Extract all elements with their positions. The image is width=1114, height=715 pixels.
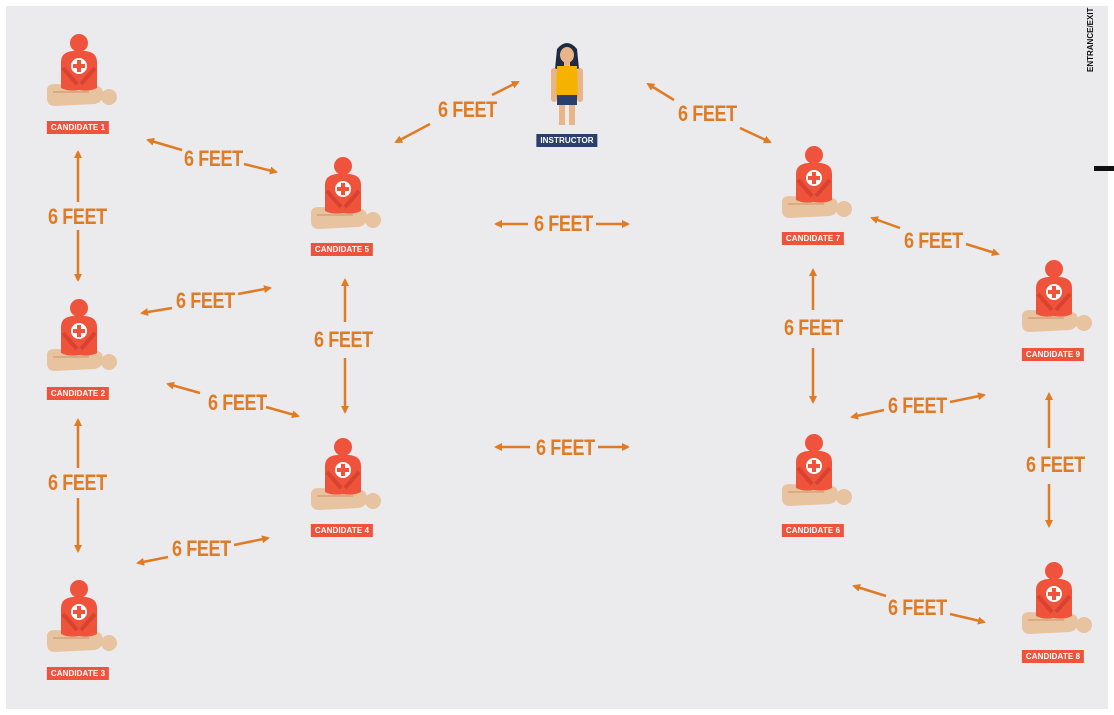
candidate-2: CANDIDATE 2 xyxy=(33,297,123,400)
distance-label-c2-c4: 6 FEET xyxy=(208,390,267,415)
floor-plan xyxy=(6,6,1108,709)
candidate-6: CANDIDATE 6 xyxy=(768,432,858,537)
cpr-figure xyxy=(47,34,117,106)
rescuer xyxy=(61,34,97,91)
instructor-figure xyxy=(551,43,583,125)
candidate-5: CANDIDATE 5 xyxy=(297,155,387,256)
distance-label-c1-c2: 6 FEET xyxy=(48,204,107,229)
candidate-label: CANDIDATE 8 xyxy=(1021,650,1085,663)
rescuer xyxy=(796,146,832,203)
cpr-figure xyxy=(782,146,852,218)
rescuer xyxy=(796,434,832,491)
distance-label-c5-c4: 6 FEET xyxy=(314,327,373,352)
rescuer xyxy=(61,580,97,637)
candidate-label: CANDIDATE 7 xyxy=(781,232,845,245)
cpr-figure xyxy=(1022,260,1092,332)
cpr-figure xyxy=(311,438,381,510)
distance-label-c1-c5: 6 FEET xyxy=(184,146,243,171)
rescuer xyxy=(61,299,97,356)
candidate-9: CANDIDATE 9 xyxy=(1008,258,1098,361)
distance-label-c2-c5: 6 FEET xyxy=(176,288,235,313)
candidate-label: CANDIDATE 1 xyxy=(46,121,110,134)
distance-label-mid-top: 6 FEET xyxy=(534,211,593,236)
distance-label-c9-c8: 6 FEET xyxy=(1026,452,1085,477)
cpr-figure xyxy=(311,157,381,229)
candidate-label: CANDIDATE 4 xyxy=(310,524,374,537)
cpr-figure xyxy=(782,434,852,506)
cpr-figure xyxy=(47,299,117,371)
rescuer xyxy=(1036,562,1072,619)
distance-label-c2-c3: 6 FEET xyxy=(48,470,107,495)
entrance-exit-label: ENTRANCE/EXIT xyxy=(1086,7,1095,72)
entrance-exit-marker xyxy=(1094,166,1114,171)
distance-label-instructor-c7: 6 FEET xyxy=(678,101,737,126)
rescuer xyxy=(325,438,361,495)
instructor-label: INSTRUCTOR xyxy=(536,134,598,147)
instructor: INSTRUCTOR xyxy=(522,38,612,147)
distance-label-c6-c9: 6 FEET xyxy=(888,393,947,418)
candidate-label: CANDIDATE 2 xyxy=(46,387,110,400)
distance-label-c3-c4: 6 FEET xyxy=(172,536,231,561)
candidate-label: CANDIDATE 6 xyxy=(781,524,845,537)
rescuer xyxy=(325,157,361,214)
cpr-figure xyxy=(47,580,117,652)
candidate-4: CANDIDATE 4 xyxy=(297,436,387,537)
rescuer xyxy=(1036,260,1072,317)
candidate-7: CANDIDATE 7 xyxy=(768,144,858,245)
distance-label-c7-c6: 6 FEET xyxy=(784,315,843,340)
distance-label-c7-c9: 6 FEET xyxy=(904,228,963,253)
candidate-label: CANDIDATE 9 xyxy=(1021,348,1085,361)
distance-label-c6-c8: 6 FEET xyxy=(888,595,947,620)
distance-label-mid-bottom: 6 FEET xyxy=(536,435,595,460)
candidate-1: CANDIDATE 1 xyxy=(33,32,123,134)
distance-label-c5-instructor: 6 FEET xyxy=(438,97,497,122)
candidate-3: CANDIDATE 3 xyxy=(33,578,123,680)
candidate-label: CANDIDATE 3 xyxy=(46,667,110,680)
candidate-label: CANDIDATE 5 xyxy=(310,243,374,256)
cpr-figure xyxy=(1022,562,1092,634)
candidate-8: CANDIDATE 8 xyxy=(1008,560,1098,663)
